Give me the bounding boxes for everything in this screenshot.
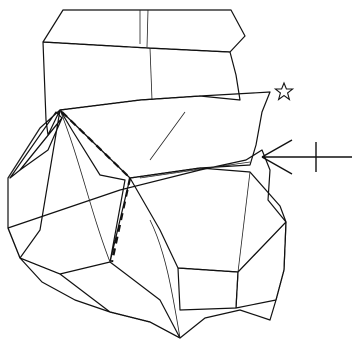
valley-fold-line	[62, 112, 130, 262]
top-flap	[60, 92, 270, 178]
lower-body	[8, 150, 286, 338]
push-arrow-icon	[262, 140, 352, 174]
front-box	[130, 168, 286, 338]
top-box	[43, 10, 245, 135]
star-icon	[275, 83, 292, 100]
